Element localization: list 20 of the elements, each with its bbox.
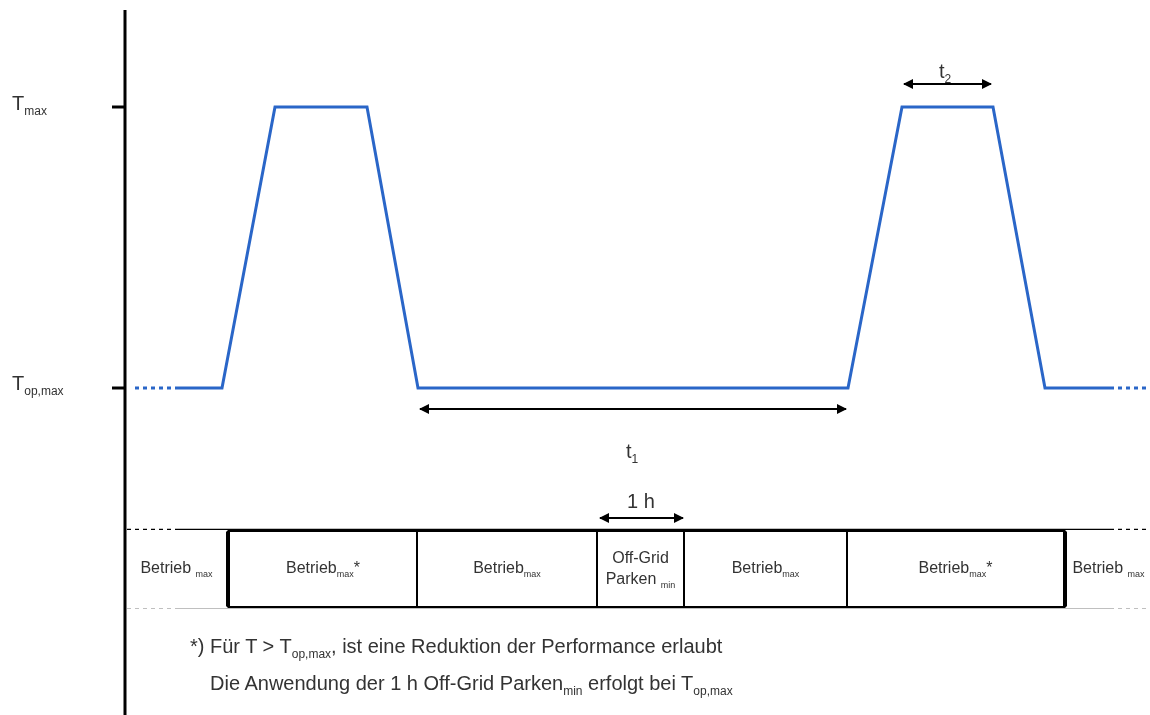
timeline-segment (598, 530, 685, 608)
axis-label: T$_{op,max}$ (12, 372, 64, 398)
timeline-segment (127, 530, 228, 608)
segment-label: Betrieb$_{max}$* (918, 558, 993, 581)
segment-label: Off-Grid Parken $_{min}$ (604, 547, 677, 592)
axis-label: T$_{max}$ (12, 92, 47, 118)
footnote: Die Anwendung der 1 h Off-Grid Parken$_{min}$ erfolgt bei T$_{op,max}$ (210, 672, 733, 698)
dimension-label: 1 h (627, 490, 655, 513)
axis-value: t$_{2}$ (938, 60, 952, 86)
timeline-segment (848, 530, 1065, 608)
dimension-label: t$_{1}$ (625, 440, 639, 466)
timeline-segment (685, 530, 848, 608)
segment-label: Betrieb$_{max}$ (731, 558, 800, 581)
segment-label: Betrieb$_{max}$ (473, 558, 541, 581)
segment-label: Betrieb $_{max}$ (140, 558, 213, 581)
footnote: *) Für T > T$_{op,max}$, ist eine Reduktion der Performance erlaubt (190, 635, 723, 661)
segment-label: Betrieb$_{max}$* (286, 558, 360, 581)
timeline-segment (418, 530, 598, 608)
timeline-segment (228, 530, 418, 608)
segment-label: Betrieb $_{max}$ (1072, 558, 1145, 581)
